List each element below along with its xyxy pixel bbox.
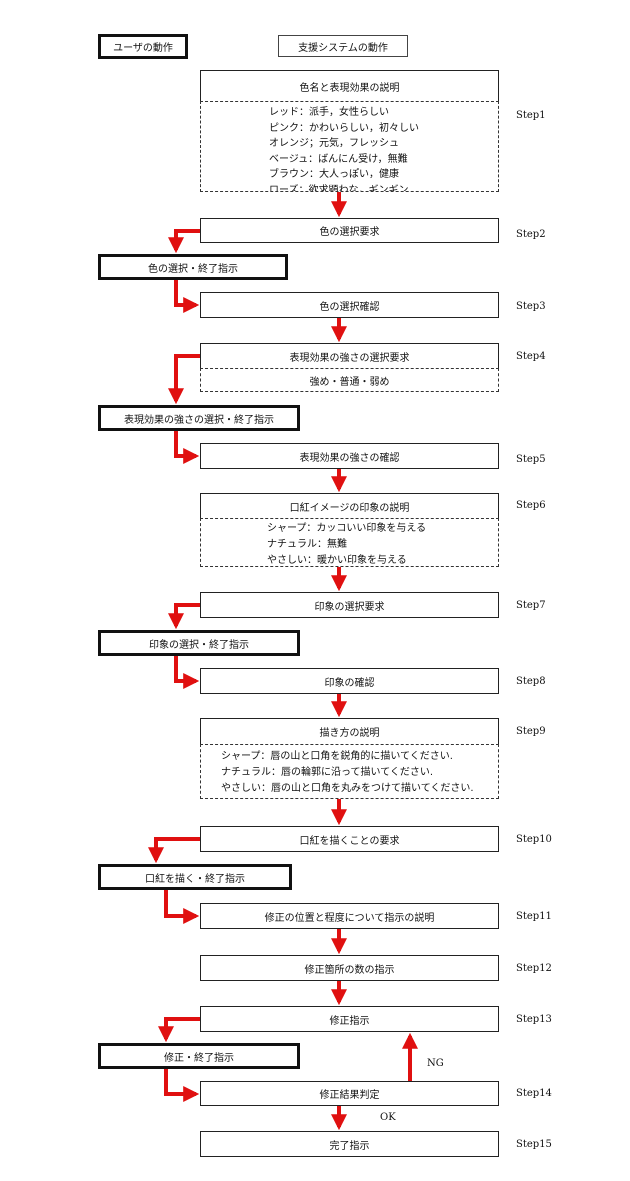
flow-arrow <box>168 229 200 254</box>
user-action-correction: 修正・終了指示 <box>98 1043 300 1069</box>
step9-description-box: シャープ：唇の山と口角を鋭角的に描いてください. ナチュラル：唇の輪郭に沿って描… <box>200 744 499 799</box>
step1-line: ピンク：かわいらしい，初々しい <box>269 122 419 134</box>
step1-line: ベージュ：ばんにん受け，無難 <box>269 153 408 165</box>
user-action-draw-lipstick: 口紅を描く・終了指示 <box>98 864 292 890</box>
step6-label: Step6 <box>516 500 546 511</box>
flow-arrow <box>164 1069 200 1102</box>
step1-label: Step1 <box>516 110 546 121</box>
step11-box: 修正の位置と程度について指示の説明 <box>200 903 499 929</box>
flow-arrow <box>174 280 200 313</box>
step9-line: シャープ：唇の山と口角を鋭角的に描いてください. <box>221 751 453 762</box>
user-action-color-select: 色の選択・終了指示 <box>98 254 288 280</box>
step13-label: Step13 <box>516 1014 552 1025</box>
step4-options-box: 強め・普通・弱め <box>200 368 499 392</box>
step12-box: 修正箇所の数の指示 <box>200 955 499 981</box>
user-action-strength-select: 表現効果の強さの選択・終了指示 <box>98 405 300 431</box>
step4-title-box: 表現効果の強さの選択要求 <box>200 343 499 369</box>
step1-description-box: レッド：派手，女性らしい ピンク：かわいらしい，初々しい オレンジ；元気，フレッ… <box>200 101 499 192</box>
header-system-actions: 支援システムの動作 <box>278 35 408 57</box>
step3-label: Step3 <box>516 301 546 312</box>
flow-arrow <box>168 603 200 630</box>
step8-label: Step8 <box>516 676 546 687</box>
step14-box: 修正結果判定 <box>200 1081 499 1106</box>
flow-arrow <box>148 837 200 864</box>
header-user-actions: ユーザの動作 <box>98 34 188 59</box>
flow-arrow <box>168 354 200 405</box>
flow-arrow <box>164 890 200 924</box>
step5-box: 表現効果の強さの確認 <box>200 443 499 469</box>
step2-box: 色の選択要求 <box>200 218 499 243</box>
step15-label: Step15 <box>516 1139 552 1150</box>
step15-box: 完了指示 <box>200 1131 499 1157</box>
step6-line: やさしい：暖かい印象を与える <box>267 555 407 566</box>
step3-box: 色の選択確認 <box>200 292 499 318</box>
flow-arrow <box>174 656 200 689</box>
step7-label: Step7 <box>516 600 546 611</box>
step10-label: Step10 <box>516 834 552 845</box>
step6-line: シャープ：カッコいい印象を与える <box>267 523 427 534</box>
ok-branch-label: OK <box>380 1112 396 1123</box>
step9-title-box: 描き方の説明 <box>200 718 499 745</box>
flow-arrow <box>174 431 200 464</box>
step9-label: Step9 <box>516 726 546 737</box>
step14-label: Step14 <box>516 1088 552 1099</box>
user-action-impression-select: 印象の選択・終了指示 <box>98 630 300 656</box>
step1-line: ブラウン：大人っぽい，健康 <box>269 169 399 180</box>
step1-title-box: 色名と表現効果の説明 <box>200 70 499 102</box>
step6-line: ナチュラル：無難 <box>267 539 347 550</box>
step1-line: ローズ：欲求顕わな，ギンギン <box>269 184 409 192</box>
step4-label: Step4 <box>516 351 546 362</box>
step1-line: レッド：派手，女性らしい <box>269 107 389 118</box>
step9-line: やさしい：唇の山と口角を丸みをつけて描いてください. <box>221 783 474 794</box>
step11-label: Step11 <box>516 911 552 922</box>
step10-box: 口紅を描くことの要求 <box>200 826 499 852</box>
step6-title-box: 口紅イメージの印象の説明 <box>200 493 499 519</box>
step5-label: Step5 <box>516 454 546 465</box>
step6-description-box: シャープ：カッコいい印象を与える ナチュラル：無難 やさしい：暖かい印象を与える <box>200 518 499 567</box>
step12-label: Step12 <box>516 963 552 974</box>
flow-arrow <box>158 1017 200 1043</box>
step9-line: ナチュラル：唇の輪郭に沿って描いてください. <box>221 767 434 778</box>
step8-box: 印象の確認 <box>200 668 499 694</box>
step1-line: オレンジ；元気，フレッシュ <box>269 138 399 149</box>
step13-box: 修正指示 <box>200 1006 499 1032</box>
step2-label: Step2 <box>516 229 546 240</box>
step7-box: 印象の選択要求 <box>200 592 499 618</box>
ng-branch-label: NG <box>427 1058 444 1069</box>
